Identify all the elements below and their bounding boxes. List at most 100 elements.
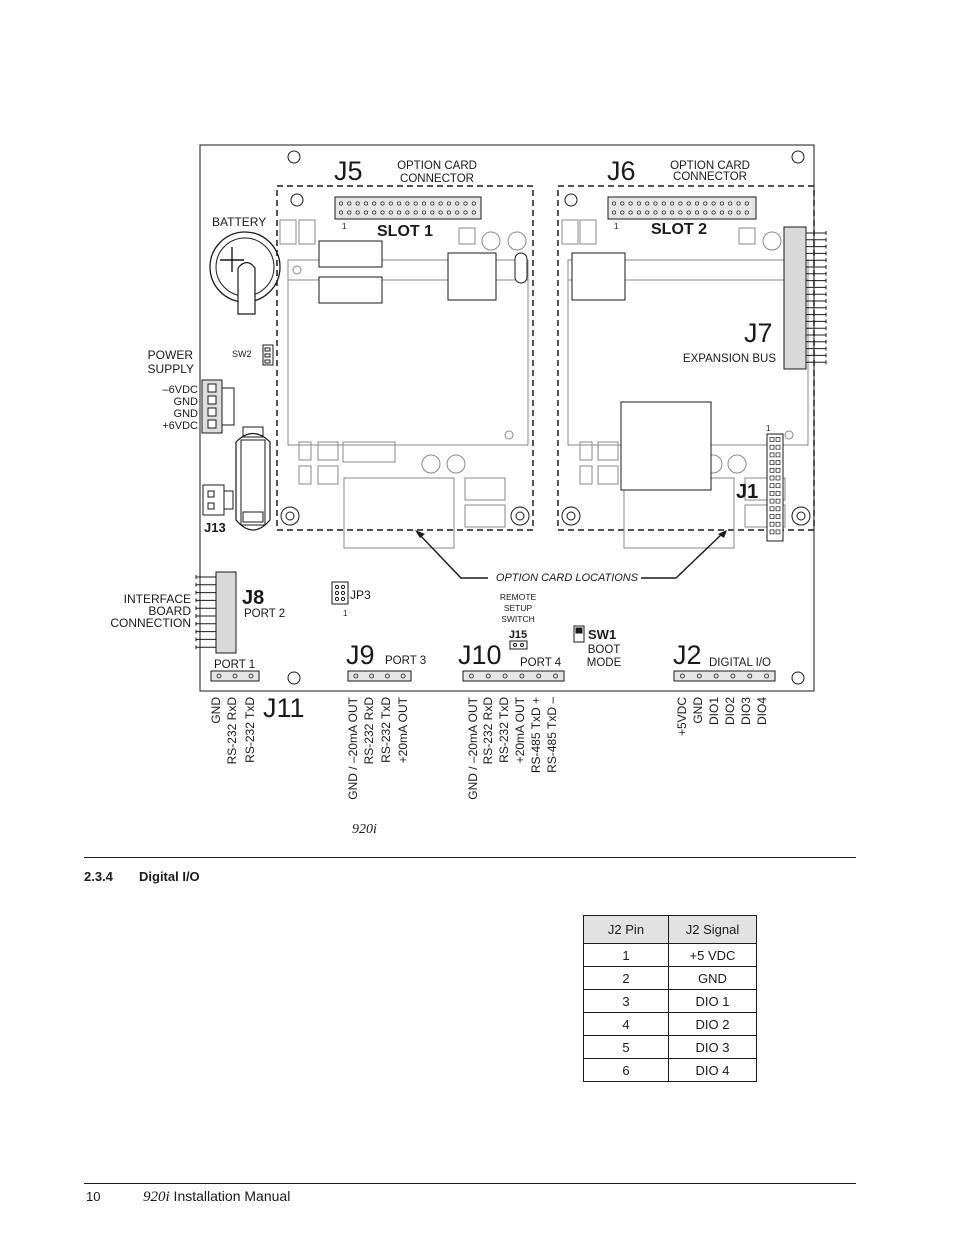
j6-connector-label: CONNECTOR [673,171,747,183]
port2-label: PORT 2 [244,608,285,620]
mounting-holes [280,150,811,685]
j6-pin1-label: 1 [614,222,619,231]
j11-connector [210,670,260,682]
sw1-label: SW1 [588,627,616,642]
j10-pin-label: RS-232 RxD [481,697,495,765]
j10-label: J10 [458,640,502,670]
j10-connector [462,670,565,682]
j9-pin-label: RS-232 RxD [362,697,376,765]
pos6vdc-label: +6VDC [162,420,198,432]
slot1-label: SLOT 1 [377,223,433,240]
j1-pin1-label: 1 [766,424,771,433]
j2-pin-label: DIO3 [739,697,753,725]
figure-caption: 920i [352,822,377,837]
j5-connector-label: CONNECTOR [400,173,474,185]
port4-label: PORT 4 [520,657,562,669]
section-number: 2.3.4 [84,869,113,884]
footer-rule [84,1183,856,1184]
j6-option-card-label: OPTION CARD [670,160,750,172]
j9-pin-label: +20mA OUT [396,696,410,763]
supply-label: SUPPLY [148,362,194,376]
boot-label: BOOT [588,644,621,656]
j7-connector [783,226,807,370]
table-cell: 2 [583,966,669,990]
interface-label: INTERFACE [124,592,191,606]
neg6vdc-label: –6VDC [163,384,199,396]
j15-label: J15 [509,629,527,641]
table-cell: DIO 3 [668,1035,757,1059]
j1-connector [766,433,784,542]
j10-pin-label: RS-232 TxD [497,697,511,763]
battery-icon [209,231,281,315]
j2-pin-label: DIO2 [723,697,737,725]
port3-label: PORT 3 [385,655,426,667]
footer-title-rest: Installation Manual [169,1188,291,1204]
power-label: POWER [148,348,194,362]
board-diagram: J5 OPTION CARD CONNECTOR J6 OPTION CARD … [110,144,827,800]
table-cell: DIO 4 [668,1058,757,1082]
section-rule [84,857,856,858]
j15-jumper [509,640,528,650]
j2-pin-label: DIO4 [755,697,769,725]
jp3-jumper [331,581,349,605]
table-cell: 3 [583,989,669,1013]
j10-pin-label: GND / –20mA OUT [466,696,480,799]
table-header-signal: J2 Signal [668,915,757,944]
table-cell: DIO 1 [668,989,757,1013]
j7-label: J7 [744,318,773,348]
j13-connector [202,484,234,516]
j2-pin-label: GND [691,697,705,724]
setup-label: SETUP [504,603,533,613]
j10-pin-label: +20mA OUT [513,696,527,763]
switch-label: SWITCH [501,614,535,624]
slot2-label: SLOT 2 [651,221,707,238]
table-header-row: J2 Pin J2 Signal [583,915,757,944]
j9-connector [347,670,412,682]
board-outline [199,144,815,692]
table-cell: 4 [583,1012,669,1036]
gnd-label-2: GND [174,408,199,420]
port1-label: PORT 1 [214,659,255,671]
remote-label: REMOTE [500,592,537,602]
j10-pin-label: RS-485 TxD – [545,697,559,773]
j6-label: J6 [607,156,636,186]
expansion-bus-label: EXPANSION BUS [683,353,776,365]
power-supply-connector [201,379,235,434]
j13-label: J13 [204,520,226,535]
j11-pin-label: RS-232 RxD [225,697,239,765]
sw1-switch [573,625,585,643]
table-row: 1+5 VDC [583,943,757,967]
sw2-jumper [262,344,274,366]
j5-option-card-label: OPTION CARD [397,160,477,172]
mode-label: MODE [587,657,622,669]
connection-label: CONNECTION [110,616,191,630]
battery-label: BATTERY [212,215,266,229]
table-cell: 5 [583,1035,669,1059]
j11-pin-label: RS-232 TxD [243,697,257,763]
table-cell: DIO 2 [668,1012,757,1036]
jp3-pin1-label: 1 [343,609,348,618]
j5-label: J5 [334,156,363,186]
j8-connector [215,571,237,654]
table-header-pin: J2 Pin [583,915,669,944]
fuse-holder [235,426,271,531]
j2-connector [673,670,776,682]
footer-title: 920i Installation Manual [143,1188,290,1206]
option-card-locations-label: OPTION CARD LOCATIONS [496,572,639,584]
j2-pin-label: +5VDC [675,697,689,736]
footer-title-italic: 920i [143,1189,170,1205]
table-cell: 6 [583,1058,669,1082]
j1-label: J1 [736,481,758,503]
section-title: Digital I/O [139,869,200,884]
j10-pin-label: RS-485 TxD + [529,697,543,773]
j11-label: J11 [263,693,305,723]
table-cell: GND [668,966,757,990]
j2-pin-label: DIO1 [707,697,721,725]
j9-pin-label: GND / –20mA OUT [346,696,360,799]
j5-pin1-label: 1 [342,222,347,231]
